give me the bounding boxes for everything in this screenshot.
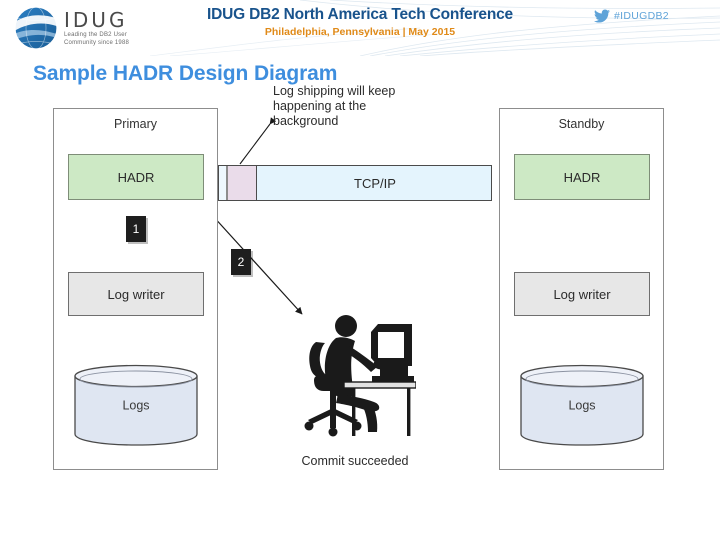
tcpip-label: TCP/IP <box>354 175 396 191</box>
commit-succeeded-label: Commit succeeded <box>301 454 409 468</box>
conference-name: IDUG DB2 North America Tech Conference <box>207 6 513 23</box>
twitter-handle-text: #IDUGDB2 <box>614 10 669 22</box>
twitter-handle: #IDUGDB2 <box>594 9 669 23</box>
conference-titles: IDUG DB2 North America Tech Conference P… <box>200 6 520 38</box>
standby-logwriter-box: Log writer <box>514 272 650 316</box>
standby-logwriter-label: Log writer <box>553 286 611 302</box>
standby-logs-cylinder: Logs <box>519 364 645 446</box>
idug-globe-logo-icon <box>14 6 58 50</box>
standby-logs-label: Logs <box>568 398 596 413</box>
tcpip-log-shipping-block <box>227 166 257 200</box>
idug-logo: IDUG Leading the DB2 User Community sinc… <box>14 4 184 52</box>
step-marker-2: 2 <box>231 249 251 275</box>
primary-logwriter-box: Log writer <box>68 272 204 316</box>
idug-logo-text: IDUG Leading the DB2 User Community sinc… <box>64 10 129 46</box>
page-title: Sample HADR Design Diagram <box>33 62 338 85</box>
step-marker-1-label: 1 <box>132 222 140 236</box>
idug-wordmark: IDUG <box>64 8 128 32</box>
idug-tagline-line2: Community since 1988 <box>64 40 130 46</box>
primary-panel-title: Primary <box>113 117 158 131</box>
log-shipping-callout: Log shipping will keep happening at the … <box>273 84 396 128</box>
conference-place-date: Philadelphia, Pennsylvania | May 2015 <box>264 26 456 38</box>
standby-panel-title: Standby <box>558 117 605 131</box>
header-banner: IDUG Leading the DB2 User Community sinc… <box>0 0 720 56</box>
step-marker-2-label: 2 <box>237 255 245 269</box>
primary-logs-label: Logs <box>122 398 150 413</box>
person-at-desk-icon <box>292 310 416 442</box>
idug-tagline-line1: Leading the DB2 User <box>64 32 128 38</box>
primary-logwriter-label: Log writer <box>107 286 165 302</box>
tcpip-network-bar: TCP/IP <box>218 165 492 201</box>
tcpip-left-cap <box>219 166 227 200</box>
standby-hadr-box: HADR <box>514 154 650 200</box>
primary-hadr-box: HADR <box>68 154 204 200</box>
hadr-design-diagram: Primary HADR 1 Log writer Logs Log shipp… <box>0 84 720 496</box>
step-marker-1: 1 <box>126 216 146 242</box>
twitter-bird-icon <box>594 9 610 23</box>
primary-hadr-label: HADR <box>117 169 155 185</box>
standby-hadr-label: HADR <box>563 169 601 185</box>
primary-logs-cylinder: Logs <box>73 364 199 446</box>
